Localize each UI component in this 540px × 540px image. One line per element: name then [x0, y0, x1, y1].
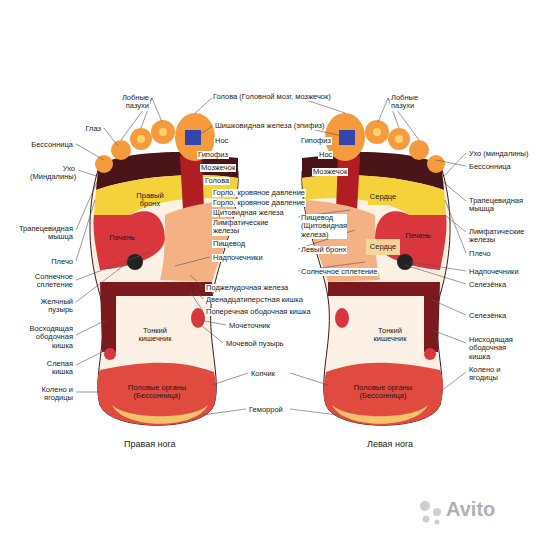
zone-label: Тонкий кишечник [370, 327, 410, 344]
callout-label: Солнечное сплетение [22, 273, 74, 290]
callout-label: Поджелудочная железа [205, 284, 289, 292]
callout-label: Правая нога [123, 440, 177, 450]
zone-label-box: Половые органы (Бессонница) [347, 384, 419, 401]
zone-label-box: Печень [402, 232, 434, 240]
zone-label-box: Печень [106, 234, 138, 242]
right-foot [90, 113, 238, 425]
callout-label: Колено и ягодицы [27, 386, 74, 403]
callout-label: Копчик [250, 370, 276, 378]
zone-label: Тонкий кишечник [135, 327, 175, 344]
callout-label: Ухо (миндалины) [468, 150, 529, 158]
callout-label: Восходящая ободочная кишка [17, 325, 74, 350]
callout-label: Пищевод [212, 240, 246, 248]
callout-label: Мозжечок [312, 168, 348, 176]
callout-label: Селезёнка [468, 281, 507, 289]
callout-label: Гипофиз [197, 151, 229, 159]
callout-label: Бессонница [30, 141, 74, 149]
zone-label: Сердце [366, 243, 400, 251]
heart-zone [368, 189, 400, 205]
zone-label: Печень [402, 232, 434, 240]
zone-label: Печень [106, 234, 138, 242]
callout-label: Горло, кровяное давление [212, 189, 306, 197]
callout-label: Мочеточник [228, 322, 271, 330]
callout-label: Трапецевидная мышца [468, 197, 530, 214]
callout-label: Горло, кровяное давление [212, 199, 306, 207]
zone-label-box: Сердце [366, 243, 400, 251]
callout-label: Бессонница [468, 163, 512, 171]
callout-label: Лимфатические железы [212, 219, 264, 236]
zone-label: Правый бронх [131, 192, 169, 209]
callout-label: Нос [214, 137, 229, 145]
callout-label: Мочевой пузырь [225, 340, 284, 348]
callout-label: Колено и ягодицы [468, 366, 525, 383]
callout-label: Нисходящая ободочная кишка [468, 336, 530, 361]
callout-label: Трапецевидная мышца [17, 225, 74, 242]
zone-label-box: Правый бронх [131, 192, 169, 209]
callout-label: Нос [318, 151, 333, 159]
callout-label: Голова [204, 177, 230, 185]
callout-label: Лимфатические железы [468, 228, 530, 245]
callout-label: Голова (Головной мозг, мозжечок) [212, 93, 332, 101]
callout-label: Надпочечники [468, 268, 520, 276]
callout-label: Гипофиз [300, 137, 332, 145]
watermark: Avito [445, 498, 496, 520]
callout-label: Лобные пазухи [114, 94, 150, 111]
callout-label: Пищевод (Щитовидная железа) [300, 214, 347, 239]
callout-label: Левый бронх [300, 246, 347, 254]
callout-label: Селезёнка [468, 312, 507, 320]
zone-label: Половые органы (Бессонница) [121, 384, 193, 401]
callout-label: Желчный пузырь [22, 298, 74, 315]
zone-label-box: Тонкий кишечник [370, 327, 410, 344]
leader-lines [76, 98, 466, 415]
callout-label: Надпочечники [212, 254, 264, 262]
zone-label-box: Половые органы (Бессонница) [121, 384, 193, 401]
callout-label: Щитовидная железа [212, 209, 285, 217]
zone-label: Половые органы (Бессонница) [347, 384, 419, 401]
callout-label: Геморрой [248, 406, 284, 414]
zone-label-box: Тонкий кишечник [135, 327, 175, 344]
callout-label: Глаз [84, 125, 102, 133]
callout-label: Поперечная ободочная кишка [205, 308, 312, 316]
callout-label: Слепая кишка [32, 360, 74, 377]
callout-label: Ухо (Миндалины) [29, 165, 76, 182]
heart-zone [366, 239, 400, 255]
callout-label: Мозжечок [200, 164, 236, 172]
callout-label: Левая нога [366, 440, 414, 450]
callout-label: Лобные пазухи [390, 94, 426, 111]
callout-label: Двенадцатиперстная кишка [205, 296, 304, 304]
zone-label-box: Сердце [367, 193, 399, 201]
zone-label: Сердце [367, 193, 399, 201]
callout-label: Плечо [468, 250, 492, 258]
watermark-logo [420, 501, 441, 525]
callout-label: Шишковидная железа (эпифиз) [214, 122, 326, 130]
callout-label: Плечо [50, 258, 74, 266]
callout-label: Солнечное сплетение [300, 268, 378, 276]
